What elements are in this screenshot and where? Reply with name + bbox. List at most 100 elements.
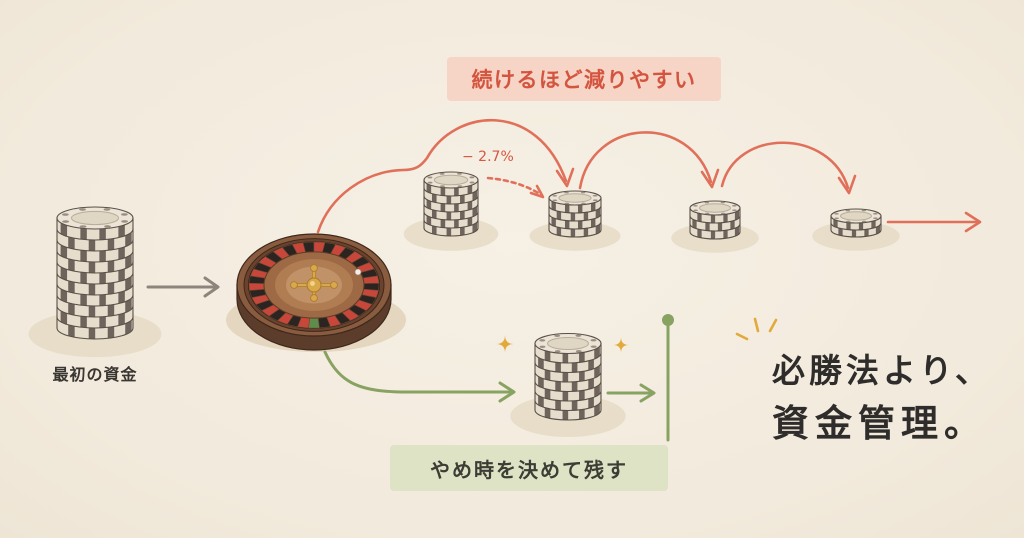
chip-top-notch <box>704 201 710 204</box>
funds-stack-4-chip-stack-icon <box>830 208 882 238</box>
chip-top-notch <box>439 172 445 175</box>
initial-funds-stack-chip-stack-icon <box>56 206 134 340</box>
turret-knob <box>310 264 318 272</box>
chip-outline <box>830 222 882 238</box>
stop-arrowhead <box>639 383 656 403</box>
chip-outline <box>689 215 741 232</box>
chip-outline <box>534 361 602 383</box>
loss-path <box>316 119 982 234</box>
chip-top-notch <box>554 350 561 353</box>
chip-top-notch <box>861 209 867 212</box>
chip-outline <box>548 213 602 230</box>
chip-top-notch <box>592 194 598 197</box>
chip-top-notch <box>564 191 569 194</box>
chip-outline <box>56 305 134 329</box>
chip-top-inlay <box>433 174 469 186</box>
roulette-wheel-icon <box>226 233 406 352</box>
start-arrow <box>146 276 220 298</box>
chip-outline <box>534 371 602 393</box>
keep-arrow-line <box>323 350 514 394</box>
chip-top-notch <box>592 199 598 202</box>
shadows <box>28 217 900 437</box>
chip-top-notch <box>457 172 462 175</box>
chip-top-notch <box>539 345 546 348</box>
sparkles <box>496 335 629 353</box>
chip-outline <box>56 250 134 274</box>
chip-top-notch <box>554 334 561 337</box>
chip-top-notch <box>575 334 582 337</box>
chip-top-inlay <box>70 210 120 226</box>
ray <box>753 317 760 333</box>
chip-outline <box>56 272 134 296</box>
chip-top-notch <box>732 204 737 207</box>
sparkle-icon <box>613 337 629 353</box>
funds-stack-2-chip-stack-icon <box>548 190 602 238</box>
chip-outline <box>423 195 479 213</box>
loss-arrowhead-1 <box>555 167 575 188</box>
chip-outline <box>689 207 741 224</box>
chip-top-notch <box>590 339 597 342</box>
chip-top-inlay <box>699 203 731 213</box>
chip-outline <box>56 283 134 307</box>
chip-top-notch <box>834 212 839 215</box>
chip-top-notch <box>693 209 698 212</box>
keep-arrowhead <box>498 381 516 403</box>
chip-top-notch <box>693 204 698 207</box>
chip-outline <box>56 217 134 241</box>
wheel-turret <box>290 264 338 302</box>
turret-highlight <box>310 281 315 286</box>
chip-top-inlay <box>558 193 592 203</box>
chip-outline <box>548 221 602 238</box>
loss-rate-label: − 2.7% <box>462 149 514 165</box>
wheel-pocket <box>308 318 319 328</box>
headline-line-2: 資金管理。 <box>772 402 987 445</box>
chip-outline <box>56 294 134 318</box>
chip-top-notch <box>427 176 433 179</box>
turret-knob <box>290 281 298 289</box>
chip-outline <box>423 203 479 221</box>
chip-top-notch <box>469 176 475 179</box>
chip-top-notch <box>720 201 726 204</box>
chip-top-notch <box>845 209 851 212</box>
chip-top-notch <box>469 181 475 184</box>
loss-dashed-arrow <box>486 176 542 196</box>
chip-top-notch <box>580 191 586 194</box>
chip-top-notch <box>552 199 558 202</box>
chip-top-notch <box>873 212 878 215</box>
chip-outline <box>689 223 741 240</box>
loss-arrowhead-4 <box>964 211 982 233</box>
stop-marker-dot <box>662 314 674 326</box>
chip-outline <box>534 380 602 402</box>
chip-top-notch <box>104 225 111 228</box>
chip-top-notch <box>79 225 87 228</box>
chip-outline <box>423 179 479 197</box>
chip-top-notch <box>861 220 867 223</box>
chip-top-notch <box>564 202 570 205</box>
chip-top-notch <box>427 181 433 184</box>
loss-arc-2 <box>578 131 713 190</box>
chip-top-notch <box>590 345 597 348</box>
chip-top-notch <box>457 185 463 188</box>
chip-outline <box>548 205 602 222</box>
chip-top-notch <box>845 220 851 223</box>
chip-top-notch <box>79 208 86 211</box>
roulette-ball <box>354 268 362 276</box>
chip-outline <box>830 215 882 231</box>
stop-and-keep-label: やめ時を決めて残す <box>390 445 668 491</box>
chip-top-notch <box>62 220 70 223</box>
turret-knob <box>330 281 338 289</box>
loss-arc-1 <box>316 119 568 234</box>
chip-top-notch <box>732 209 737 212</box>
turret-knob <box>310 294 318 302</box>
ray <box>768 318 778 333</box>
emphasis-rays-icon <box>735 317 778 341</box>
chip-top-inlay <box>547 337 589 350</box>
chip-top-inlay <box>840 211 872 221</box>
chip-outline <box>548 197 602 214</box>
initial-funds-label: 最初の資金 <box>52 365 138 384</box>
chip-top-notch <box>704 212 710 215</box>
kept-funds-stack-chip-stack-icon <box>534 332 602 421</box>
loss-dashed-arrowhead <box>529 184 545 199</box>
chip-top-notch <box>440 185 445 188</box>
